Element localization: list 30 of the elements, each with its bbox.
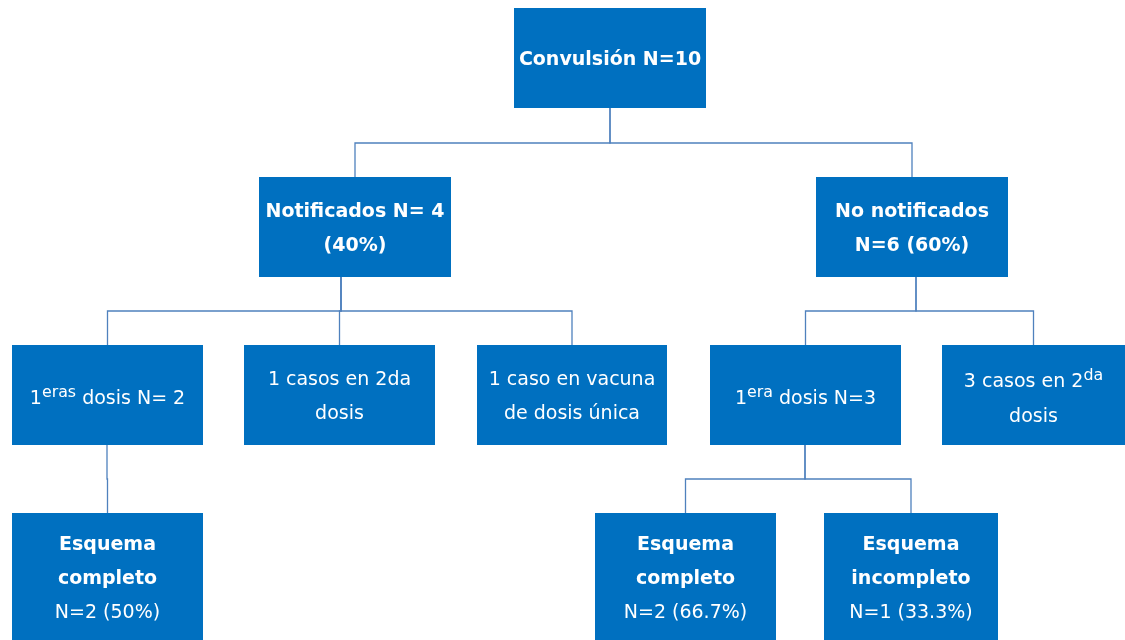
process-box — [514, 8, 706, 108]
box-text: N=2 (50%) — [54, 598, 161, 624]
box-text: Esquema completo — [56, 530, 159, 590]
process-box — [244, 345, 435, 445]
box-text: 1 casos en 2da dosis — [266, 366, 413, 425]
box-text: 1 caso en vacuna de dosis única — [487, 366, 657, 425]
box-text: Notificados N= 4 (40%) — [264, 198, 446, 257]
connector-line — [804, 444, 912, 514]
box-text: Esquema completo — [634, 530, 737, 590]
process-box — [259, 177, 451, 277]
process-box — [12, 345, 203, 445]
box-text: Convulsión N=10 — [518, 46, 702, 71]
box-text: Esquema incompleto — [850, 530, 972, 590]
connector-line — [915, 276, 1035, 346]
process-box — [824, 513, 998, 640]
process-box — [477, 345, 667, 445]
box-text: N=2 (66.7%) — [623, 598, 748, 624]
process-box — [710, 345, 901, 445]
box-text: 1$^{eras}$ dosis N= 2 — [29, 381, 186, 411]
box-text: 3 casos en 2$^{da}$ dosis — [962, 364, 1105, 428]
box-text: 1$^{era}$ dosis N=3 — [734, 381, 877, 411]
process-box — [816, 177, 1008, 277]
process-box — [595, 513, 776, 640]
connector-line — [340, 276, 573, 346]
box-text: N=1 (33.3%) — [849, 598, 973, 624]
connector-line — [609, 107, 913, 178]
connector-line — [106, 444, 109, 514]
process-box — [942, 345, 1125, 445]
process-box — [12, 513, 203, 640]
box-text: No notificados N=6 (60%) — [834, 198, 990, 257]
